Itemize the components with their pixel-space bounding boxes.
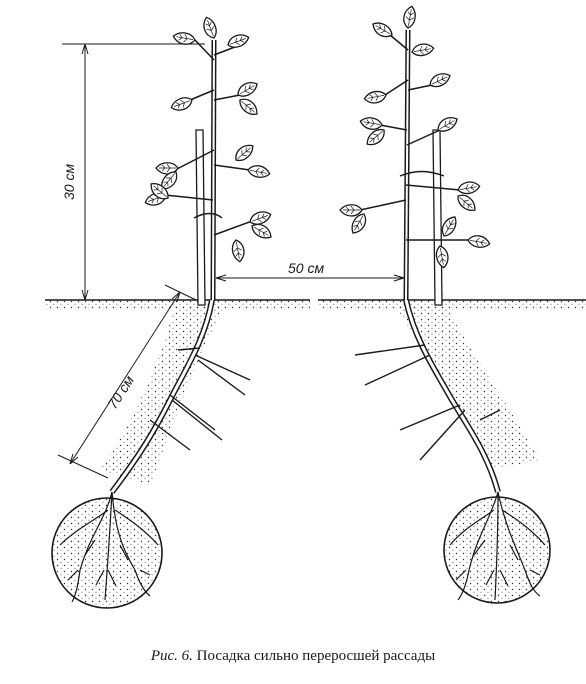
planting-diagram: 30 см 50 см 70 см bbox=[45, 4, 586, 609]
left-root-ball bbox=[51, 491, 163, 609]
left-support-stake bbox=[195, 129, 206, 306]
left-seedling bbox=[51, 14, 275, 609]
right-support-stake bbox=[432, 129, 443, 306]
depth-dimension bbox=[57, 284, 197, 479]
caption-lead: Рис. 6. bbox=[150, 648, 193, 664]
height-label: 30 см bbox=[61, 164, 77, 200]
figure-caption: Рис. 6. Посадка сильно переросшей рассад… bbox=[0, 648, 586, 665]
left-side-roots bbox=[149, 347, 251, 451]
ground-surface bbox=[45, 299, 586, 310]
caption-text: Посадка сильно переросшей рассады bbox=[196, 648, 436, 664]
right-trench-soil bbox=[395, 305, 540, 470]
right-root-ball bbox=[443, 491, 551, 604]
right-side-roots bbox=[354, 344, 501, 461]
height-dimension bbox=[62, 43, 205, 301]
depth-label: 70 см bbox=[104, 372, 137, 411]
spacing-dimension bbox=[215, 274, 405, 282]
right-seedling bbox=[339, 4, 551, 604]
spacing-label: 50 см bbox=[288, 260, 324, 276]
